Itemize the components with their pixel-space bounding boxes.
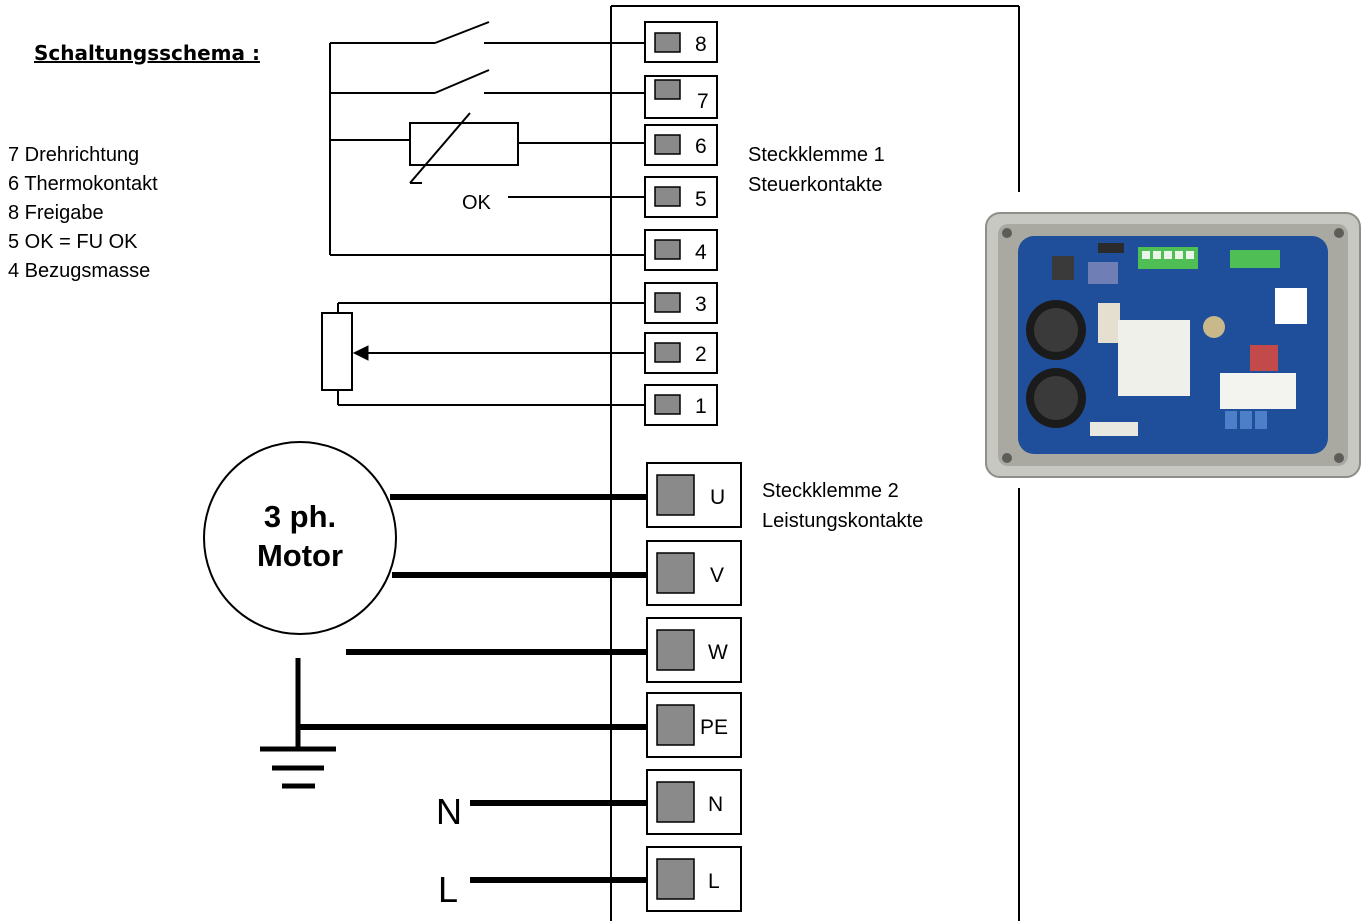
block1-label-line2: Steuerkontakte [748,174,883,196]
legend-item: 6 Thermokontakt [8,173,158,195]
motor-symbol: 3 ph. Motor [203,441,397,635]
power-terminal-v: V [646,540,742,606]
diagram-title: Schaltungsschema : [34,41,260,65]
control-terminal-5: 5 [644,176,718,218]
ground-symbol [260,658,336,789]
terminal-legend: 7 Drehrichtung 6 Thermokontakt 8 Freigab… [8,144,158,282]
supply-n-label: N [436,791,462,832]
ok-signal-line: OK [462,192,645,214]
ok-label: OK [462,192,492,214]
power-terminal-w: W [646,617,742,683]
power-wiring [298,494,647,883]
terminal-label: W [708,641,728,664]
terminal-label: V [710,564,724,587]
terminal-label: 4 [695,241,707,264]
supply-l-label: L [438,869,458,910]
motor-label-line2: Motor [257,538,343,573]
control-terminal-1: 1 [644,384,718,426]
power-terminal-pe: PE [646,692,742,758]
control-terminal-7: 7 [644,75,718,119]
potentiometer-symbol [321,302,645,406]
control-terminal-strip: 8 7 6 5 4 3 2 [644,21,718,426]
control-terminal-2: 2 [644,332,718,374]
thermistor-symbol [409,112,645,184]
control-terminal-8: 8 [644,21,718,63]
terminal-label: L [708,870,720,893]
block2-label-line2: Leistungskontakte [762,510,923,532]
legend-item: 5 OK = FU OK [8,231,138,253]
motor-label-line1: 3 ph. [264,499,336,534]
power-terminal-strip: U V W PE N L [646,462,742,912]
terminal-label: 1 [695,395,707,418]
power-terminal-n: N [646,769,742,835]
control-wiring [329,42,645,256]
terminal-label: 2 [695,343,707,366]
power-terminal-l: L [646,846,742,912]
terminal-label: 8 [695,33,707,56]
legend-item: 8 Freigabe [8,202,104,224]
control-terminal-3: 3 [644,282,718,324]
block1-label-line1: Steckklemme 1 [748,144,885,166]
device-photo [980,207,1366,482]
terminal-label: N [708,793,723,816]
block2-label-line1: Steckklemme 2 [762,480,899,502]
terminal-label: 3 [695,293,707,316]
control-terminal-4: 4 [644,229,718,271]
device-enclosure [610,5,1020,921]
terminal-label: 6 [695,135,707,158]
terminal-label: U [710,486,725,509]
terminal-label: PE [700,716,728,739]
power-terminal-u: U [646,462,742,528]
legend-item: 7 Drehrichtung [8,144,139,166]
enable-switch-symbol [434,21,645,44]
direction-switch-symbol [434,69,645,94]
terminal-label: 5 [695,188,707,211]
control-terminal-6: 6 [644,124,718,166]
legend-item: 4 Bezugsmasse [8,260,150,282]
terminal-label: 7 [697,90,709,113]
